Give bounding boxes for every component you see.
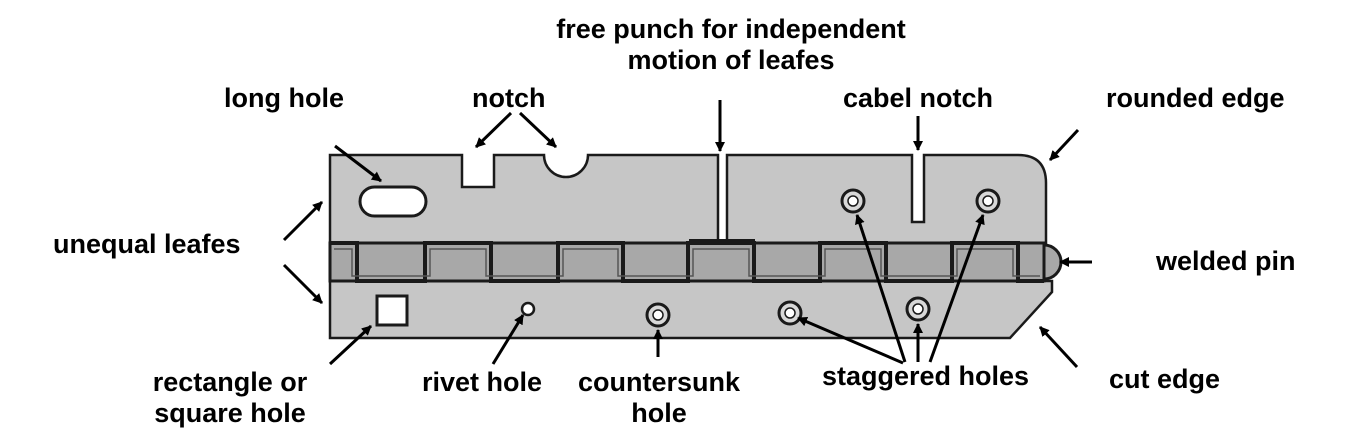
rounded-edge-label: rounded edge bbox=[1106, 83, 1285, 113]
countersunk-hole-label-line2: hole bbox=[631, 398, 687, 428]
countersunk-hole-label-line1: countersunk bbox=[577, 367, 741, 397]
countersunk-hole bbox=[840, 188, 866, 214]
countersunk-hole-label: countersunk hole bbox=[578, 367, 740, 429]
arrow-long-hole bbox=[334, 144, 382, 183]
knuckle-pattern bbox=[330, 241, 1044, 283]
leader-arrows bbox=[282, 100, 1092, 369]
countersunk-hole bbox=[645, 302, 671, 328]
free-punch-label: free punch for independent motion of lea… bbox=[556, 14, 906, 76]
top-leaf-right bbox=[725, 153, 1048, 245]
rectangle-hole-label: rectangle or square hole bbox=[153, 367, 308, 429]
rectangle-hole-label-line2: square hole bbox=[154, 398, 306, 428]
knuckle-pattern-shadow bbox=[334, 248, 1040, 277]
cabel-notch-label: cabel notch bbox=[843, 83, 994, 113]
staggered-holes-label: staggered holes bbox=[822, 361, 1030, 391]
rectangle-hole-label-line1: rectangle or bbox=[152, 367, 308, 397]
arrow-staggered-2 bbox=[855, 214, 907, 363]
cut-edge-label: cut edge bbox=[1109, 364, 1221, 394]
arrow-cut-edge bbox=[1038, 325, 1079, 369]
welded-pin-label: welded pin bbox=[1156, 246, 1296, 276]
arrow-unequal-top bbox=[282, 200, 324, 242]
unequal-leafes-label: unequal leafes bbox=[53, 229, 241, 259]
long-hole-label: long hole bbox=[224, 83, 344, 113]
arrow-square-hole bbox=[328, 324, 373, 366]
rivet-hole-label: rivet hole bbox=[422, 367, 543, 397]
notch-label: notch bbox=[472, 83, 546, 113]
arrow-notch-right bbox=[518, 111, 558, 149]
long-hole bbox=[358, 185, 428, 218]
free-punch-label-line2: motion of leafes bbox=[627, 45, 835, 75]
arrow-unequal-bottom bbox=[282, 263, 324, 305]
arrow-rounded-edge bbox=[1048, 128, 1080, 162]
rivet-hole bbox=[520, 301, 536, 317]
arrow-rivet-hole bbox=[491, 314, 525, 365]
welded-pin-end bbox=[1042, 243, 1063, 281]
countersunk-hole bbox=[777, 300, 803, 326]
countersunk-hole bbox=[905, 296, 931, 322]
bottom-leaf bbox=[328, 279, 1054, 340]
square-hole bbox=[375, 294, 409, 327]
free-punch-label-line1: free punch for independent bbox=[556, 14, 906, 44]
arrow-staggered-4 bbox=[928, 214, 985, 363]
arrow-staggered-1 bbox=[797, 316, 904, 365]
arrow-notch-left bbox=[474, 111, 513, 149]
countersunk-hole bbox=[975, 188, 1001, 214]
top-leaf-left bbox=[328, 153, 720, 245]
